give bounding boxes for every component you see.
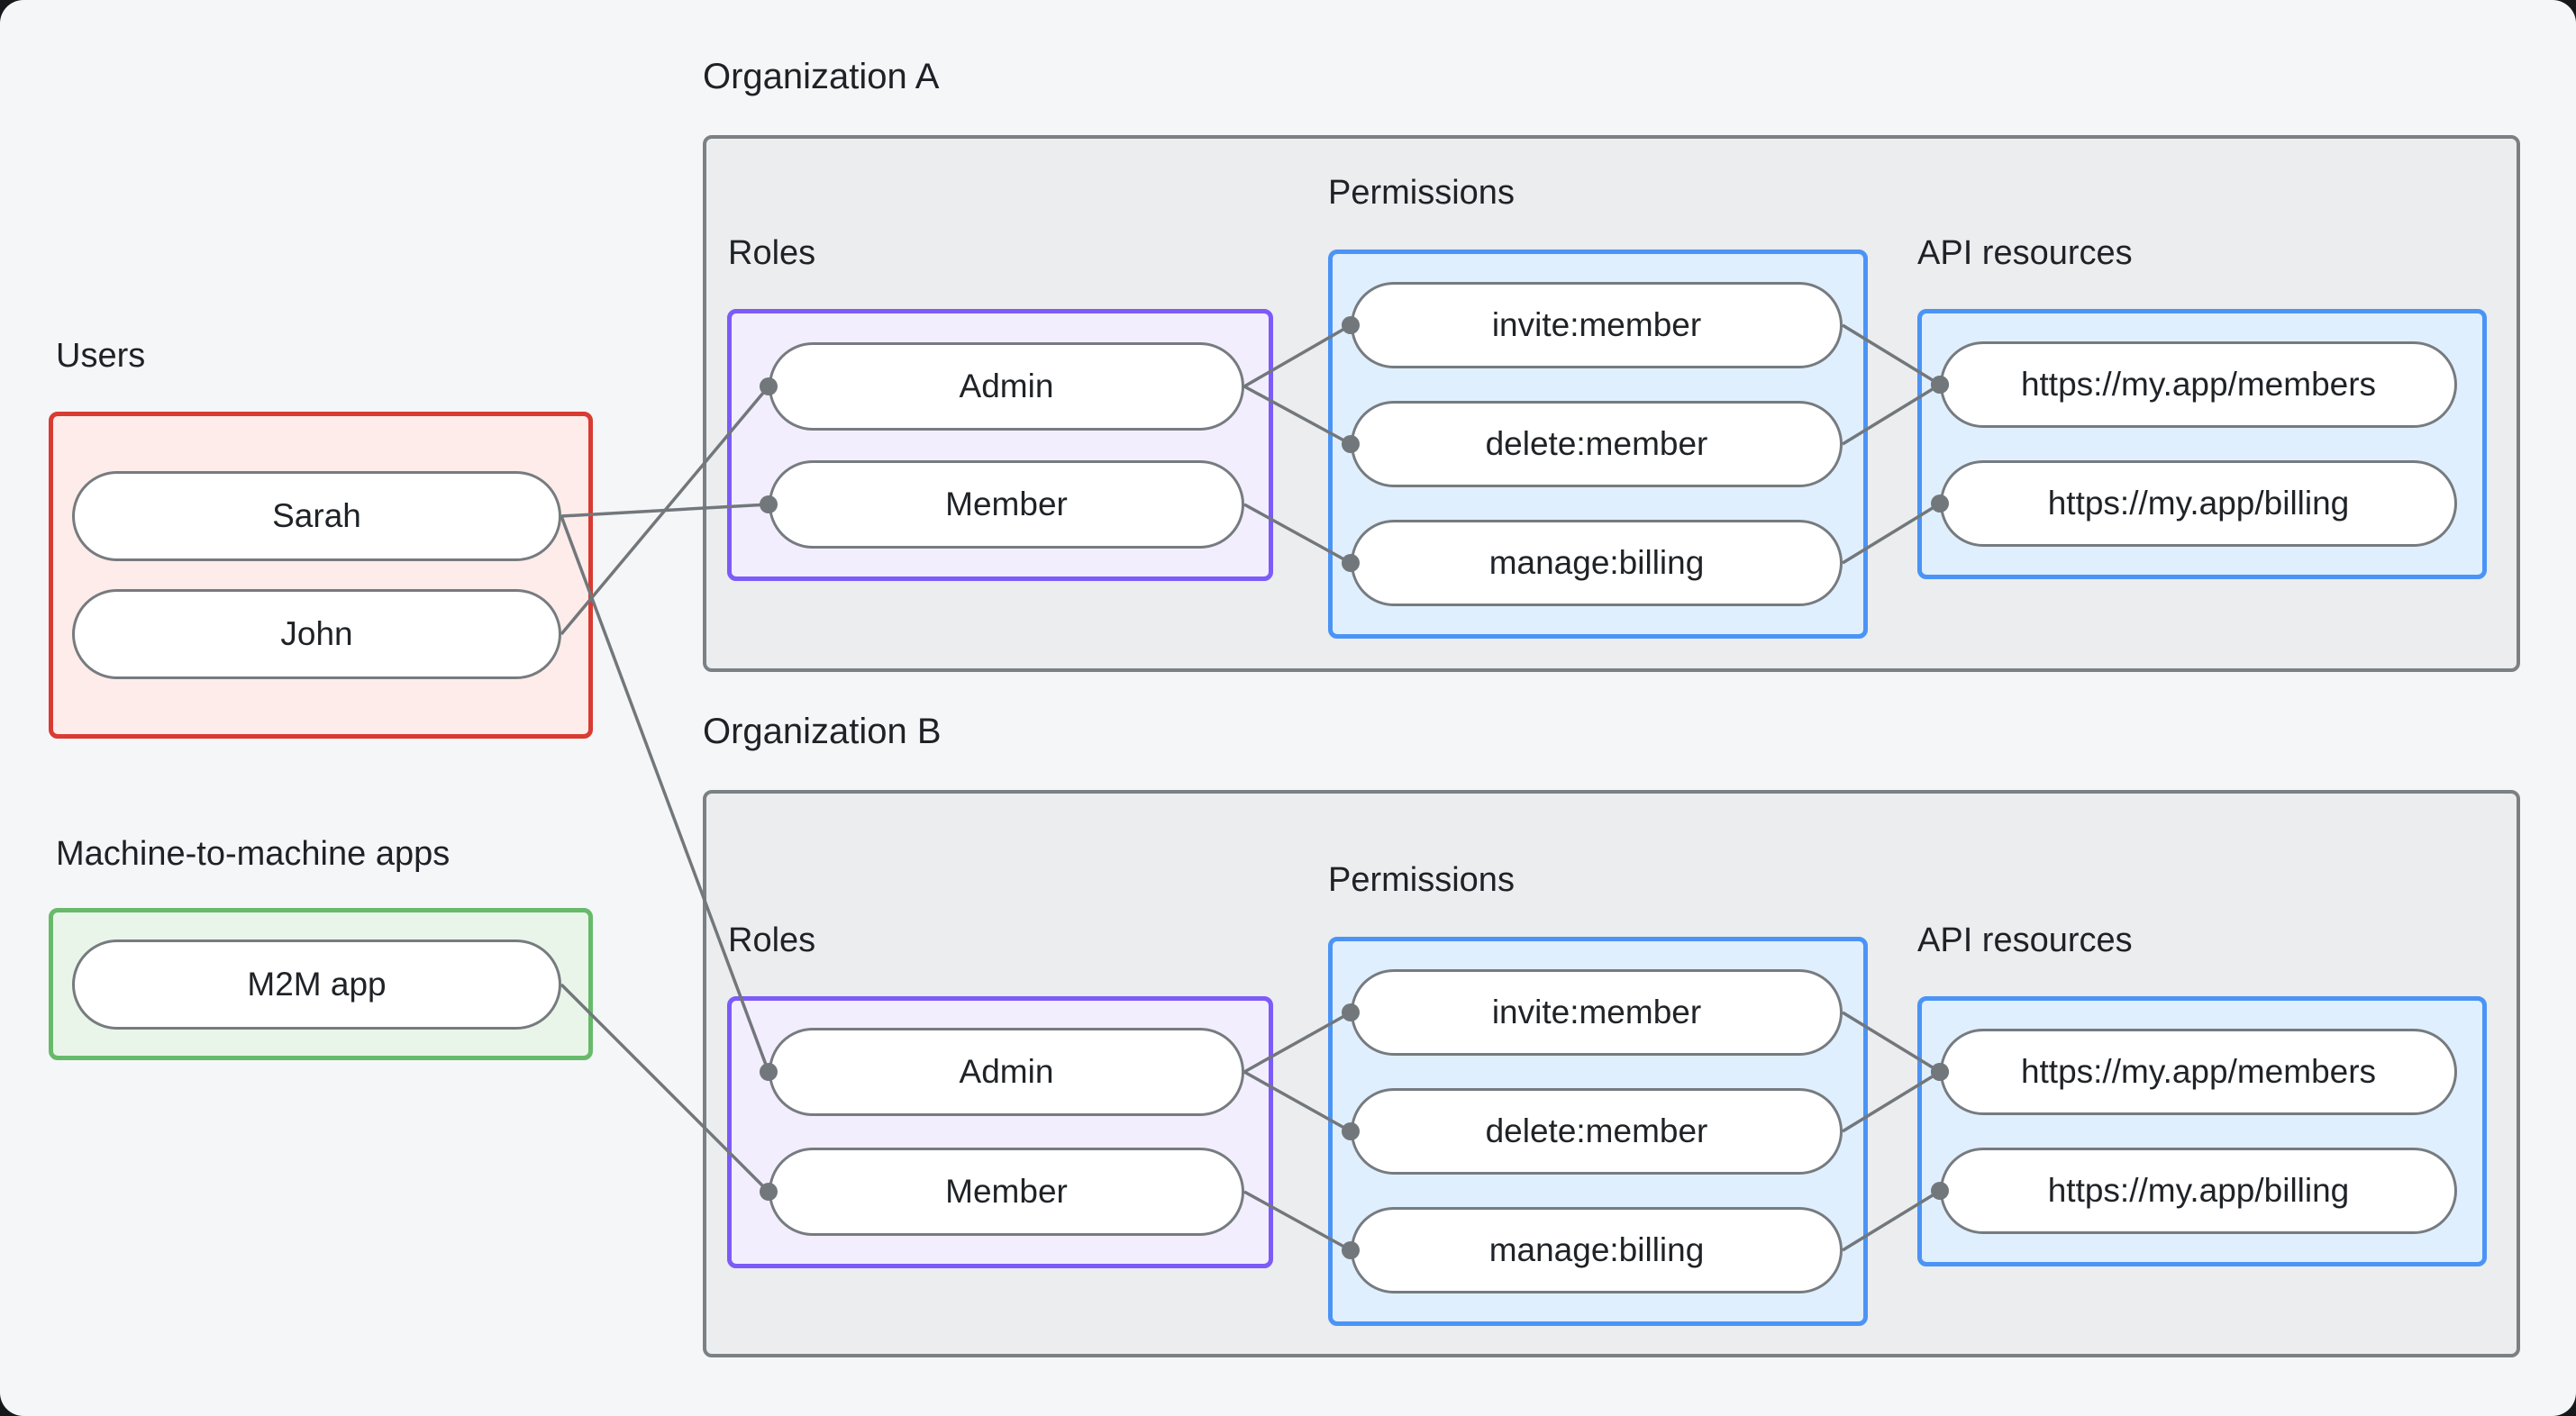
org-a-perm-manage-label: manage:billing (1488, 544, 1705, 581)
org-b-role-member-label: Member (945, 1173, 1068, 1210)
org-a-permission-pill-manage: manage:billing (1351, 520, 1843, 606)
org-b-role-pill-admin: Admin (769, 1028, 1244, 1116)
m2m-section-label: Machine-to-machine apps (56, 835, 451, 873)
org-b-roles-label: Roles (728, 921, 816, 959)
org-b-title: Organization B (703, 712, 942, 751)
org-b-perm-manage-label: manage:billing (1488, 1231, 1705, 1268)
org-a-api-billing-label: https://my.app/billing (2047, 485, 2350, 522)
org-a-api-resources-label: API resources (1917, 234, 2133, 272)
org-b-permission-pill-invite: invite:member (1351, 969, 1843, 1056)
org-a-role-admin-label: Admin (959, 368, 1054, 404)
m2m-pill: M2M app (72, 939, 561, 1030)
org-b-role-admin-label: Admin (959, 1053, 1054, 1090)
org-b-role-pill-member: Member (769, 1148, 1244, 1236)
org-b-permission-pill-manage: manage:billing (1351, 1207, 1843, 1293)
org-a-permission-pill-invite: invite:member (1351, 282, 1843, 368)
org-a-roles-label: Roles (728, 234, 816, 272)
org-b-perm-delete-label: delete:member (1485, 1112, 1708, 1149)
org-a-api-pill-billing: https://my.app/billing (1940, 460, 2457, 547)
org-a-role-pill-member: Member (769, 460, 1244, 549)
org-b-perm-invite-label: invite:member (1491, 994, 1702, 1030)
org-b-permission-pill-delete: delete:member (1351, 1088, 1843, 1175)
m2m-pill-label: M2M app (247, 966, 387, 1003)
org-a-role-member-label: Member (945, 486, 1068, 522)
org-b-api-members-label: https://my.app/members (2020, 1053, 2377, 1090)
users-group-box (49, 412, 593, 739)
org-b-api-pill-billing: https://my.app/billing (1940, 1148, 2457, 1234)
org-a-perm-invite-label: invite:member (1491, 306, 1702, 343)
org-a-api-members-label: https://my.app/members (2020, 366, 2377, 403)
org-b-api-resources-label: API resources (1917, 921, 2133, 959)
org-a-role-pill-admin: Admin (769, 342, 1244, 431)
org-a-api-pill-members: https://my.app/members (1940, 341, 2457, 428)
users-section-label: Users (56, 337, 146, 375)
user-pill-john-label: John (280, 615, 353, 652)
user-pill-sarah-label: Sarah (272, 497, 361, 534)
org-b-api-billing-label: https://my.app/billing (2047, 1172, 2350, 1209)
user-pill-sarah: Sarah (72, 471, 561, 561)
org-b-permissions-label: Permissions (1328, 861, 1515, 899)
org-a-permissions-label: Permissions (1328, 174, 1515, 212)
org-a-permission-pill-delete: delete:member (1351, 401, 1843, 487)
org-a-title: Organization A (703, 57, 940, 96)
user-pill-john: John (72, 589, 561, 679)
org-b-api-pill-members: https://my.app/members (1940, 1029, 2457, 1115)
org-a-perm-delete-label: delete:member (1485, 425, 1708, 462)
